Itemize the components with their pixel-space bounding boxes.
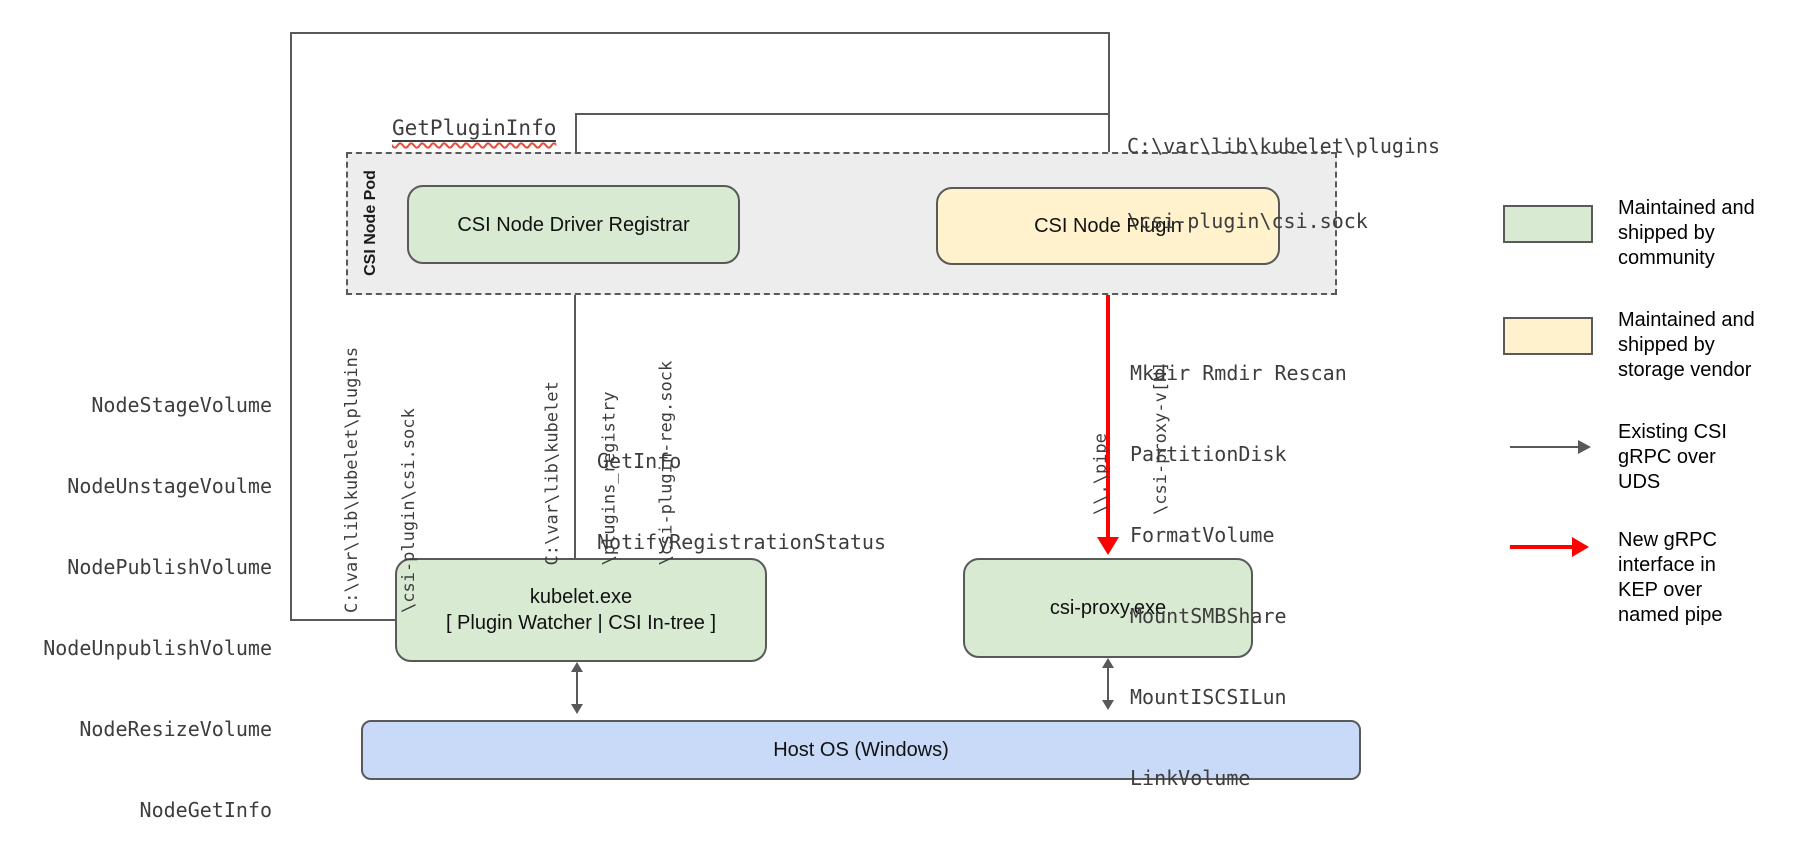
node-method: NodeUnpublishVolume bbox=[43, 636, 272, 660]
csi-node-pod-label-wrap: CSI Node Pod bbox=[361, 163, 381, 283]
proxy-method: PartitionDisk bbox=[1130, 442, 1287, 466]
connector-kubelet-left-stub bbox=[290, 619, 397, 621]
node-method: NodeResizeVolume bbox=[79, 717, 272, 741]
node-methods-list: NodeStageVolume NodeUnstageVoulme NodePu… bbox=[43, 338, 272, 842]
arrowhead-kubelet-hostos-up bbox=[571, 662, 583, 672]
csi-node-driver-registrar-box: CSI Node Driver Registrar bbox=[407, 185, 740, 264]
node-method: NodeStageVolume bbox=[91, 393, 272, 417]
legend-text-vendor: Maintained and shipped by storage vendor bbox=[1618, 309, 1755, 381]
proxy-method: FormatVolume bbox=[1130, 523, 1275, 547]
legend-red-arrow-line bbox=[1510, 545, 1574, 549]
legend-gray-arrow-line bbox=[1510, 446, 1580, 448]
proxy-method: LinkVolume bbox=[1130, 766, 1251, 790]
connector-getplugininfo-vertical bbox=[575, 113, 577, 187]
legend-swatch-community-green bbox=[1503, 205, 1593, 243]
csi-sock-path-label-left-wrap: C:\var\lib\kubelet\plugins \csi-plugin\c… bbox=[305, 343, 419, 613]
legend-text-uds: Existing CSI gRPC over UDS bbox=[1618, 421, 1727, 493]
connector-kubelet-to-plugin-top bbox=[290, 32, 1110, 34]
legend-text-community: Maintained and shipped by community bbox=[1618, 197, 1755, 269]
connector-csiproxy-hostos bbox=[1107, 666, 1109, 702]
connector-kubelet-to-registrar bbox=[574, 277, 576, 560]
host-os-box: Host OS (Windows) bbox=[361, 720, 1361, 780]
named-pipe-path-label-wrap: \\.\pipe \csi-proxy-v[N] bbox=[1051, 325, 1171, 515]
csi-node-plugin-label: CSI Node Plugin bbox=[1034, 215, 1182, 237]
csi-proxy-methods-list: Mkdir Rmdir Rescan PartitionDisk FormatV… bbox=[1130, 306, 1347, 842]
arrowhead-csiproxy-hostos-down bbox=[1102, 700, 1114, 710]
connector-kubelet-hostos bbox=[576, 670, 578, 706]
csi-node-pod-label: CSI Node Pod bbox=[362, 170, 379, 276]
proxy-method: MountSMBShare bbox=[1130, 604, 1287, 628]
legend-red-arrowhead bbox=[1572, 537, 1589, 557]
csi-sock-path-label-top: C:\var\lib\kubelet\plugins \csi-plugin\c… bbox=[1127, 134, 1441, 233]
legend-swatch-vendor-yellow bbox=[1503, 317, 1593, 355]
csi-sock-path-label-left: C:\var\lib\kubelet\plugins \csi-plugin\c… bbox=[342, 346, 419, 613]
proxy-method: MountISCSILun bbox=[1130, 685, 1287, 709]
csi-node-plugin-box: CSI Node Plugin bbox=[936, 187, 1280, 265]
kubelet-label-line2: [ Plugin Watcher | CSI In-tree ] bbox=[445, 612, 717, 634]
connector-named-pipe-red bbox=[1106, 265, 1110, 539]
csi-proxy-label: csi-proxy.exe bbox=[1049, 597, 1167, 619]
proxy-method: Mkdir Rmdir Rescan bbox=[1130, 361, 1347, 385]
registration-sock-path-label-wrap: C:\var\lib\kubelet \plugins_registry \cs… bbox=[506, 346, 677, 566]
connector-getplugininfo-horizontal bbox=[575, 113, 1110, 115]
arrowhead-red-into-csi-proxy bbox=[1097, 537, 1119, 555]
node-method: NodeGetInfo bbox=[139, 798, 272, 822]
arrowhead-kubelet-hostos-down bbox=[571, 704, 583, 714]
get-plugin-info-label: GetPluginInfo bbox=[392, 116, 557, 142]
registration-calls-label: GetInfo NotifyRegistrationStatus bbox=[597, 449, 886, 554]
registration-sock-path-label: C:\var\lib\kubelet \plugins_registry \cs… bbox=[542, 360, 677, 566]
csi-node-driver-registrar-label: CSI Node Driver Registrar bbox=[457, 213, 690, 236]
kubelet-box: kubelet.exe [ Plugin Watcher | CSI In-tr… bbox=[395, 558, 767, 662]
connector-plugin-down-vertical bbox=[1108, 32, 1110, 174]
csi-proxy-box: csi-proxy.exe bbox=[963, 558, 1253, 658]
legend-text-named-pipe: New gRPC interface in KEP over named pip… bbox=[1618, 529, 1723, 626]
connector-kubelet-left-vertical bbox=[290, 32, 292, 621]
kubelet-label-line1: kubelet.exe bbox=[529, 586, 633, 608]
node-method: NodePublishVolume bbox=[67, 555, 272, 579]
node-method: NodeUnstageVoulme bbox=[67, 474, 272, 498]
arrowhead-csiproxy-hostos-up bbox=[1102, 658, 1114, 668]
legend-gray-arrowhead bbox=[1578, 440, 1591, 454]
host-os-label: Host OS (Windows) bbox=[773, 739, 949, 761]
